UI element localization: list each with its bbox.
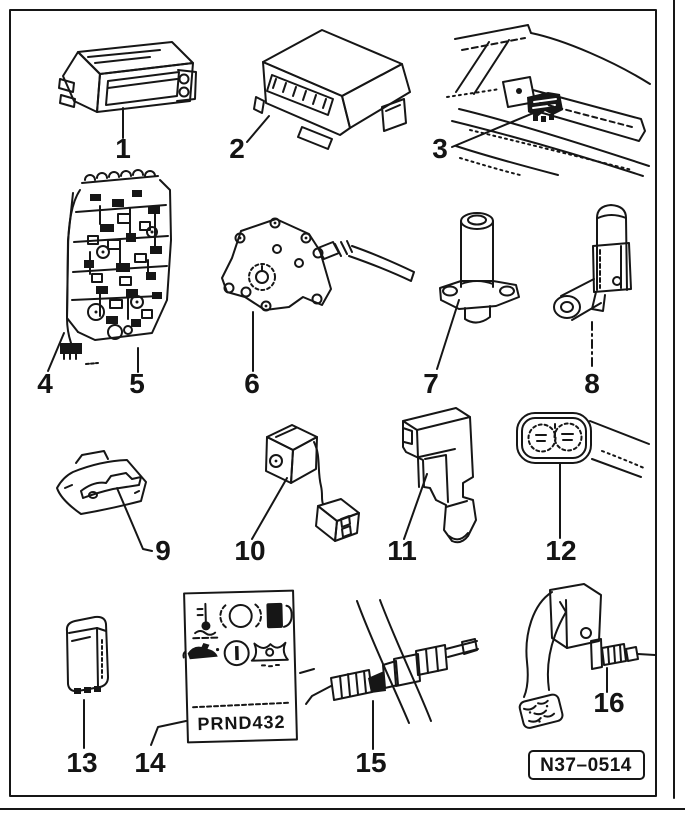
coolant-temperature-icon	[192, 602, 219, 640]
leader-11	[403, 473, 428, 540]
part-6-multifunction-switch-art	[221, 217, 415, 372]
drawing-number: N37–0514	[540, 755, 632, 776]
part-6-label: 6	[244, 368, 260, 399]
part-5-label: 5	[129, 368, 145, 399]
part-16-brake-pedal-switch-art	[518, 583, 656, 729]
gear-indicator-text: PRND432	[197, 712, 286, 734]
part-15-speedometer-drive-art	[299, 599, 479, 750]
part-16-label: 16	[593, 687, 624, 718]
coolant-level-icon	[250, 641, 289, 668]
part-10-relay-pigtail-art	[251, 424, 360, 542]
part-4-5-valve-body-art	[47, 169, 172, 373]
part-11-solenoid-art	[402, 407, 477, 544]
button-markings	[535, 433, 574, 442]
part-7-sender-art	[436, 212, 520, 370]
part-9-cover-art	[56, 450, 153, 552]
part-1-control-module-art	[58, 41, 197, 139]
leader-3	[451, 108, 544, 148]
part-1-label: 1	[115, 133, 131, 164]
leader-9	[116, 487, 153, 552]
part-14-label: 14	[134, 747, 166, 778]
part-11-label: 11	[387, 535, 417, 566]
part-13-label: 13	[66, 747, 97, 778]
leader-4	[47, 332, 65, 372]
drawing-number-box: N37–0514	[528, 750, 645, 780]
part-8-label: 8	[584, 368, 600, 399]
part-3-label: 3	[432, 133, 448, 164]
part-4-label: 4	[37, 368, 53, 399]
diagram-frame	[9, 9, 657, 797]
part-8-speedometer-sender-art	[553, 204, 632, 369]
brake-warning-icon	[223, 640, 250, 667]
part-3-console-switch-art	[446, 24, 651, 177]
part-14-indicator-panel-art: PRND432	[182, 589, 298, 744]
leader-10	[251, 477, 288, 540]
leader-2	[246, 115, 270, 143]
brake-system-icon	[219, 603, 262, 629]
part-13-relay-art	[65, 615, 109, 749]
part-12-label: 12	[545, 535, 576, 566]
part-10-label: 10	[234, 535, 265, 566]
leader-7	[436, 299, 460, 370]
leader-14	[150, 720, 187, 746]
part-7-label: 7	[423, 368, 439, 399]
part-9-label: 9	[155, 535, 171, 566]
part-15-label: 15	[355, 747, 386, 778]
oil-pressure-icon	[182, 642, 220, 660]
fuel-pump-icon	[266, 602, 293, 629]
part-2-control-module-art	[246, 29, 411, 150]
part-12-selector-handle-art	[516, 412, 650, 539]
part-2-label: 2	[229, 133, 245, 164]
